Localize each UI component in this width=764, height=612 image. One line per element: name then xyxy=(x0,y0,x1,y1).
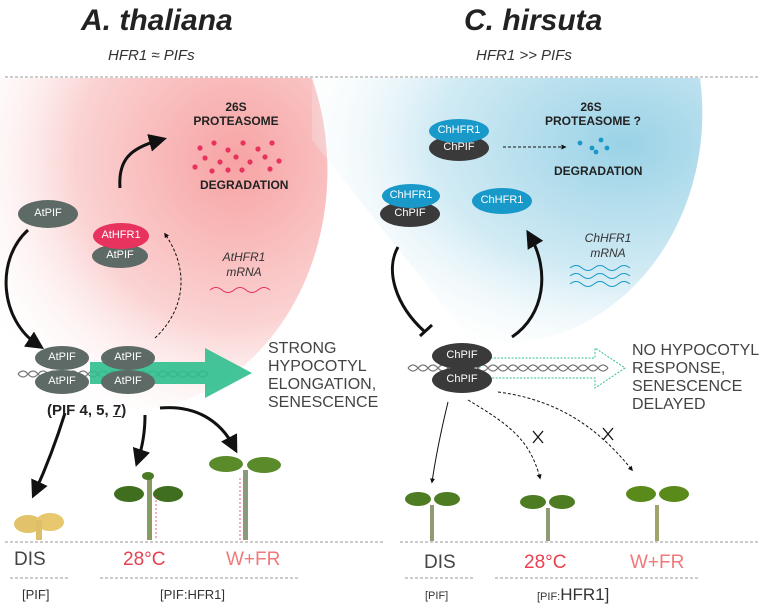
at-pif-dna-3: AtPIF xyxy=(114,351,142,363)
ch-pif-dna-1: ChPIF xyxy=(446,349,478,361)
ch-bracket-pif-hfr1: [PIF:HFR1] xyxy=(537,585,609,605)
seedling-wfr-left xyxy=(209,456,281,540)
at-mrna-line2: mRNA xyxy=(226,265,262,279)
at-pif-free xyxy=(18,200,78,228)
at-pif-dna-2: AtPIF xyxy=(48,375,76,387)
seedling-dis-right xyxy=(405,492,460,541)
ch-subtitle: HFR1 >> PIFs xyxy=(476,47,572,64)
at-phenotype-line2: HYPOCOTYL xyxy=(268,358,367,375)
ch-bracket-pif: [PIF] xyxy=(425,590,449,602)
ch-mrna-label: ChHFR1 mRNA xyxy=(578,231,638,261)
at-degradation-label: DEGRADATION xyxy=(200,178,289,192)
at-phenotype-line3: ELONGATION, xyxy=(268,376,377,393)
at-pif-dna-1: AtPIF xyxy=(48,351,76,363)
ch-pif-dna-2: ChPIF xyxy=(446,373,478,385)
ch-mrna-line1: ChHFR1 xyxy=(584,231,632,245)
at-condition-dis: DIS xyxy=(14,549,46,570)
at-pif-bound-label: AtPIF xyxy=(106,249,134,261)
seedling-wfr-right xyxy=(626,486,689,541)
at-condition-wfr: W+FR xyxy=(226,549,281,570)
ch-title: C. hirsuta xyxy=(464,4,603,37)
ch-pif-bound2-label: ChPIF xyxy=(394,207,426,219)
at-bracket-pif-hfr1: [PIF:HFR1] xyxy=(160,587,226,602)
ch-phenotype-line1: NO HYPOCOTYL xyxy=(632,342,760,359)
at-proteasome-label: 26S PROTEASOME xyxy=(193,100,279,128)
pif-list-main: (PIF 4, 5, xyxy=(47,402,113,419)
ch-phenotype-line4: DELAYED xyxy=(632,396,706,413)
at-shade xyxy=(0,78,328,410)
chhfr1-bound2-label: ChHFR1 xyxy=(389,189,433,201)
seedling-28c-right xyxy=(520,495,575,541)
athfr1-label: AtHFR1 xyxy=(101,229,141,241)
at-phenotype-line1: STRONG xyxy=(268,340,337,357)
ch-bracket-prefix: [PIF: xyxy=(537,591,561,603)
strong-response-arrow xyxy=(90,348,252,398)
pif-list-close: ) xyxy=(121,402,127,419)
at-phenotype-line4: SENESCENCE xyxy=(268,394,379,411)
seedling-dis-left xyxy=(14,513,64,540)
ch-condition-wfr: W+FR xyxy=(630,552,685,573)
at-pif-dna-4: AtPIF xyxy=(114,375,142,387)
no-response-arrow xyxy=(479,347,626,389)
at-condition-28c: 28°C xyxy=(123,549,166,570)
chhfr1-free-label: ChHFR1 xyxy=(480,194,524,206)
ch-phenotype-line2: RESPONSE, xyxy=(632,360,726,377)
at-subtitle: HFR1 ≈ PIFs xyxy=(108,47,195,64)
pif-list: (PIF 4, 5, 7) xyxy=(47,402,126,419)
at-mrna-line1: AtHFR1 xyxy=(222,250,266,264)
ch-condition-28c: 28°C xyxy=(524,552,567,573)
at-bracket-pif: [PIF] xyxy=(22,587,50,602)
ch-phenotype-line3: SENESCENCE xyxy=(632,378,743,395)
at-pif-free-label: AtPIF xyxy=(34,207,62,219)
ch-mrna-line2: mRNA xyxy=(590,246,626,260)
seedling-28c-left xyxy=(114,472,183,540)
ch-proteasome-label: 26S PROTEASOME ? xyxy=(545,100,641,128)
at-phenotype: STRONG HYPOCOTYL ELONGATION, SENESCENCE xyxy=(268,340,378,412)
ch-condition-dis: DIS xyxy=(424,552,456,573)
ch-degradation-label: DEGRADATION xyxy=(554,164,643,178)
ch-phenotype: NO HYPOCOTYL RESPONSE, SENESCENCE DELAYE… xyxy=(632,342,759,414)
at-title: A. thaliana xyxy=(81,4,233,37)
ch-degradation-dots xyxy=(577,137,610,155)
ch-bracket-main: HFR1] xyxy=(560,585,610,604)
at-mrna-label: AtHFR1 mRNA xyxy=(214,250,274,280)
ch-pif-bound-label: ChPIF xyxy=(443,141,475,153)
chhfr1-bound-label: ChHFR1 xyxy=(437,124,481,136)
at-degradation-dots xyxy=(192,140,282,174)
pif-list-seven: 7 xyxy=(112,402,122,419)
